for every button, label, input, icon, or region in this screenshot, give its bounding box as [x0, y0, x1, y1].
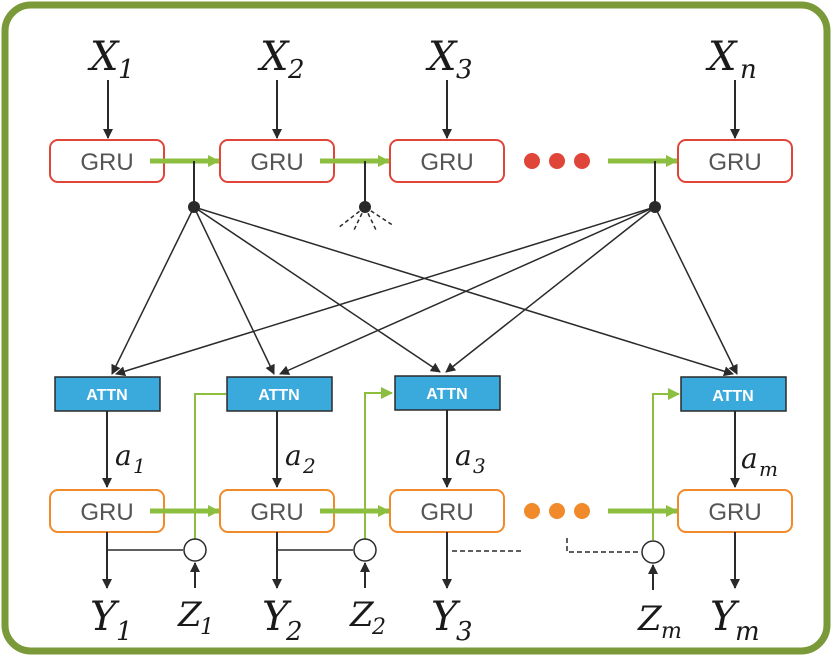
attn-block-m: ATTN: [680, 376, 787, 412]
svg-text:n: n: [740, 55, 757, 85]
svg-text:GRU: GRU: [250, 149, 303, 176]
svg-text:2: 2: [287, 55, 305, 85]
svg-text:X: X: [257, 34, 290, 80]
svg-text:1: 1: [133, 454, 146, 478]
svg-text:GRU: GRU: [420, 149, 473, 176]
svg-text:3: 3: [456, 617, 473, 647]
svg-text:Z: Z: [177, 595, 203, 635]
feedback-node: [353, 538, 377, 562]
svg-text:ATTN: ATTN: [258, 387, 299, 404]
attn-block-2: ATTN: [226, 376, 333, 412]
svg-text:Z: Z: [349, 595, 375, 635]
svg-text:GRU: GRU: [80, 149, 133, 176]
encoder-input-x3: X 3: [425, 34, 473, 85]
decoder-gru-2: GRU: [219, 489, 335, 533]
feedback-connector-dashed: [566, 538, 640, 553]
feedback-input-zm: Z m: [637, 599, 682, 644]
svg-text:m: m: [759, 457, 778, 481]
svg-text:2: 2: [302, 454, 316, 478]
attention-feedback-lines: [194, 387, 680, 540]
svg-text:a: a: [115, 439, 132, 472]
encoder-input-x2: X 2: [257, 34, 305, 85]
svg-text:m: m: [735, 617, 760, 647]
decoder-gru-1: GRU: [49, 489, 165, 533]
svg-text:ATTN: ATTN: [712, 388, 753, 405]
svg-text:ATTN: ATTN: [86, 387, 127, 404]
svg-text:1: 1: [116, 617, 133, 647]
encoder-input-xn: X n: [705, 34, 757, 85]
svg-text:GRU: GRU: [420, 499, 473, 526]
context-label-a1: a 1: [115, 439, 146, 478]
encoder-gru-2: GRU: [219, 139, 335, 183]
svg-text:m: m: [661, 619, 682, 644]
svg-text:X: X: [87, 34, 120, 80]
svg-text:1: 1: [118, 55, 135, 85]
encoder-gru-3: GRU: [389, 139, 505, 183]
feedback-node: [641, 540, 665, 564]
svg-text:X: X: [705, 34, 738, 80]
decoder-gru-3: GRU: [389, 489, 505, 533]
encoder-input-x1: X 1: [87, 34, 135, 85]
svg-text:a: a: [741, 442, 758, 475]
svg-text:GRU: GRU: [708, 149, 761, 176]
svg-text:Z: Z: [637, 599, 663, 639]
svg-text:X: X: [425, 34, 458, 80]
svg-text:Y: Y: [262, 594, 292, 640]
svg-text:Y: Y: [90, 594, 120, 640]
decoder-output-ym: Y m: [710, 594, 760, 647]
svg-text:2: 2: [285, 617, 303, 647]
encoder-gru-1: GRU: [49, 139, 165, 183]
encoder-ellipsis-icon: [524, 153, 590, 169]
context-label-a3: a 3: [455, 439, 486, 478]
decoder-output-y3: Y 3: [431, 594, 473, 647]
svg-text:GRU: GRU: [708, 499, 761, 526]
svg-text:Y: Y: [710, 594, 740, 640]
encoder-gru-n: GRU: [677, 139, 793, 183]
decoder-ellipsis-icon: [524, 503, 590, 519]
attention-connections: [111, 206, 738, 377]
svg-text:3: 3: [456, 55, 473, 85]
context-label-am: a m: [741, 442, 778, 481]
svg-text:1: 1: [200, 615, 214, 640]
feedback-input-z1: Z 1: [177, 595, 214, 640]
attn-block-3: ATTN: [394, 375, 501, 411]
svg-text:a: a: [285, 439, 302, 472]
feedback-node: [183, 538, 207, 562]
feedback-input-z2: Z 2: [349, 595, 386, 640]
svg-text:2: 2: [371, 615, 386, 640]
dashed-fan: [337, 206, 395, 231]
svg-text:3: 3: [473, 454, 486, 478]
decoder-gru-m: GRU: [677, 489, 793, 533]
context-label-a2: a 2: [285, 439, 316, 478]
decoder-output-y2: Y 2: [262, 594, 303, 647]
svg-text:GRU: GRU: [80, 499, 133, 526]
decoder-output-y1: Y 1: [90, 594, 133, 647]
svg-text:Y: Y: [431, 594, 461, 640]
svg-text:ATTN: ATTN: [426, 386, 467, 403]
svg-text:GRU: GRU: [250, 499, 303, 526]
attn-block-1: ATTN: [54, 376, 161, 412]
svg-text:a: a: [455, 439, 472, 472]
